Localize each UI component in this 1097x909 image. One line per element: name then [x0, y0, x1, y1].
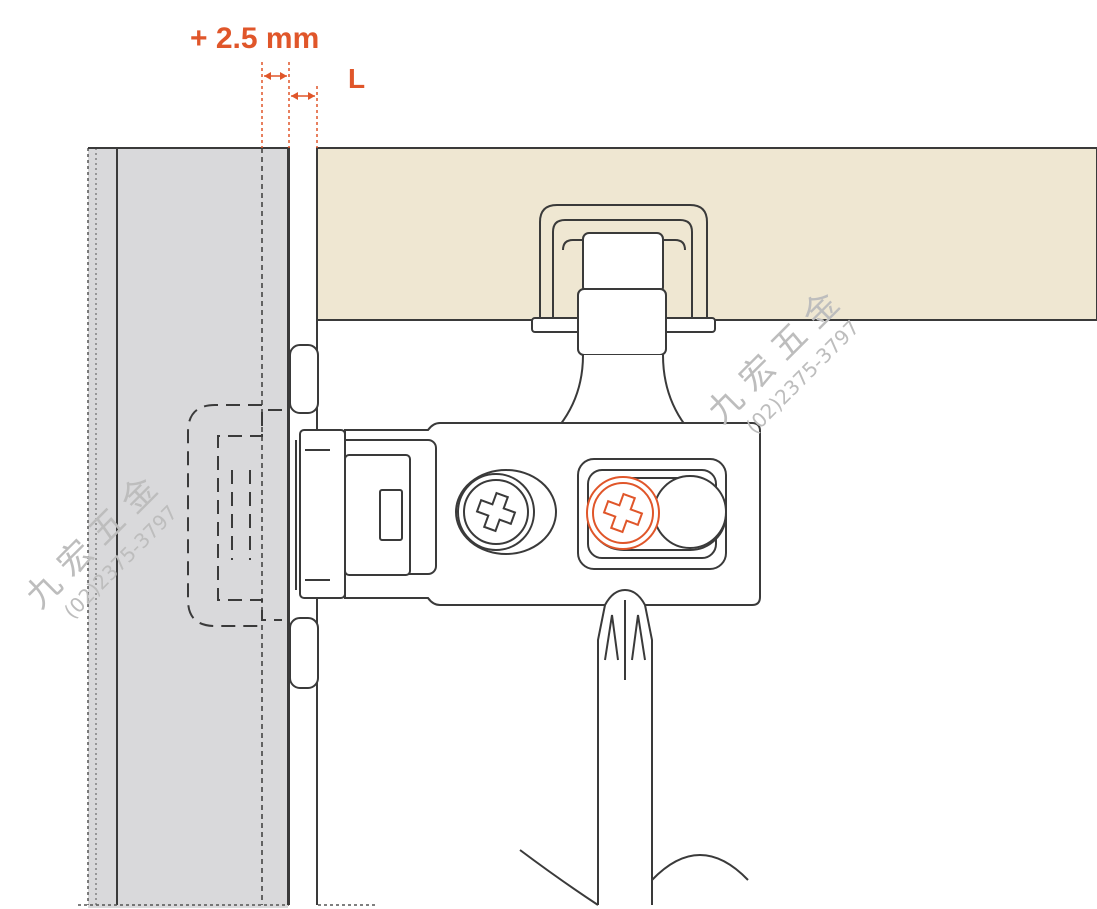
- mounting-plate: [531, 204, 716, 426]
- hinge-cup: [289, 344, 437, 689]
- overlay-dimension-label: L: [348, 63, 365, 94]
- phillips-screw-highlighted-icon: [586, 476, 660, 550]
- adjustment-dimension-label: + 2.5 mm: [190, 22, 319, 55]
- hinge-cup-outline: [187, 404, 282, 627]
- phillips-screw-icon: [455, 469, 557, 555]
- dimension-markers: [261, 62, 318, 148]
- screwdriver-icon: [519, 588, 749, 906]
